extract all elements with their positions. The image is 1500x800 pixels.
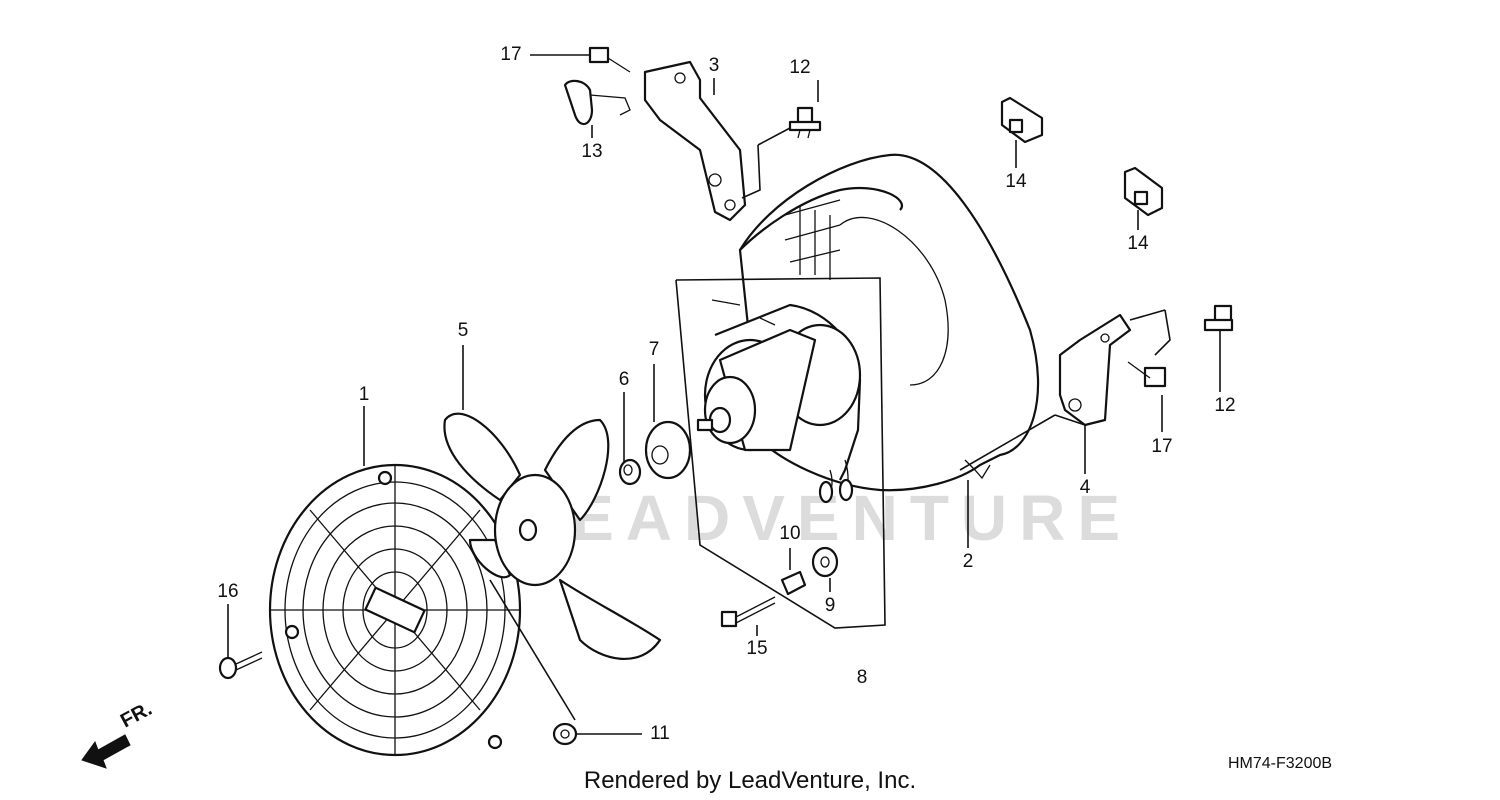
callout-11: 11: [650, 723, 670, 744]
callout-4: 4: [1080, 477, 1091, 498]
clip-nut-part-1[interactable]: [1000, 96, 1044, 144]
callout-1: 1: [359, 384, 370, 405]
callout-8: 8: [857, 667, 868, 688]
leader-lines: [227, 54, 1221, 735]
callout-9: 9: [825, 595, 836, 616]
callout-15: 15: [746, 638, 767, 659]
collar-part-10[interactable]: [780, 570, 807, 596]
callout-13: 13: [581, 141, 602, 162]
callout-17-right: 17: [1151, 436, 1172, 457]
screw-part-16[interactable]: [218, 651, 263, 680]
flange-bolt-part-2[interactable]: [1127, 361, 1167, 388]
bolt-part-15[interactable]: [720, 596, 776, 628]
diagram-code: HM74-F3200B: [1228, 755, 1332, 772]
callout-7: 7: [649, 339, 660, 360]
bracket-left-part[interactable]: [643, 60, 747, 222]
fan-motor-part[interactable]: [696, 299, 862, 504]
bracket-right-part[interactable]: [1058, 313, 1132, 427]
clamp-part[interactable]: [563, 79, 631, 126]
callout-6: 6: [619, 369, 630, 390]
callout-17-top: 17: [500, 44, 521, 65]
bushing-part-6[interactable]: [618, 458, 642, 486]
callout-14-right: 14: [1127, 233, 1149, 254]
callout-12-top: 12: [789, 57, 810, 78]
callout-5: 5: [458, 320, 469, 341]
nut-part-11[interactable]: [552, 722, 578, 746]
fan-blade-part[interactable]: [443, 412, 662, 661]
grommet-part-9[interactable]: [811, 546, 839, 578]
front-direction-label: FR.: [117, 698, 156, 733]
callout-14-left: 14: [1005, 171, 1027, 192]
footer-credit: Rendered by LeadVenture, Inc.: [584, 767, 916, 794]
callout-16: 16: [217, 581, 238, 602]
flange-bolt-part-1[interactable]: [588, 46, 631, 73]
fan-guard-part[interactable]: [268, 463, 522, 757]
callouts: 1 2 3 4 5 6 7 8 9 10 11 12 12 13 14 14 1…: [217, 44, 1235, 744]
callout-2: 2: [963, 551, 974, 572]
clip-nut-part-2[interactable]: [1123, 166, 1164, 217]
front-direction-arrow-icon: [81, 734, 131, 769]
callout-10: 10: [779, 523, 800, 544]
callout-12-right: 12: [1214, 395, 1235, 416]
callout-3: 3: [709, 55, 720, 76]
grommet-part-7[interactable]: [644, 420, 692, 480]
bolt-part-2[interactable]: [1203, 304, 1234, 332]
bolt-part-1[interactable]: [788, 106, 822, 139]
